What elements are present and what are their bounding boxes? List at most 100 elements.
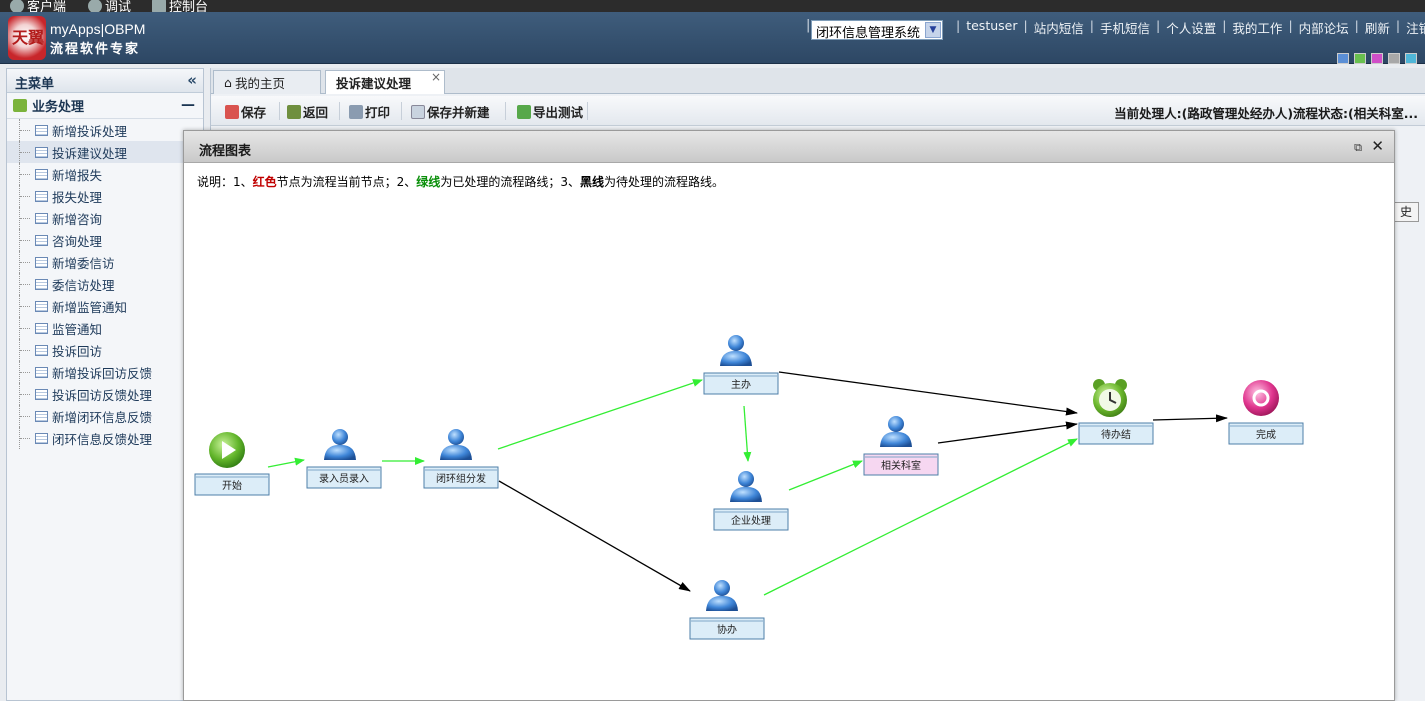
flow-nodes: 开始 录入员录入闭环组分发 主办企业处理 相关科室协办 待办结 完成 [194, 335, 1304, 640]
flow-edge-main-enterprise [743, 405, 752, 462]
stop-icon [1243, 380, 1279, 416]
theme-swatch[interactable] [1371, 53, 1383, 64]
link-forum[interactable]: 内部论坛 [1298, 21, 1349, 36]
back-button[interactable]: 返回 [287, 102, 328, 121]
system-select[interactable]: 闭环信息管理系统 ▼ [811, 20, 943, 41]
menu-item[interactable]: 新增监管通知 [7, 295, 203, 317]
form-icon [35, 190, 48, 202]
flow-node-enterprise[interactable]: 企业处理 [713, 471, 789, 531]
top-nav: | [806, 18, 811, 33]
menu-item[interactable]: 咨询处理 [7, 229, 203, 251]
tab-complaint-processing[interactable]: 投诉建议处理 × [325, 70, 445, 94]
menu-item[interactable]: 委信访处理 [7, 273, 203, 295]
theme-swatch[interactable] [1337, 53, 1349, 64]
node-label: 开始 [222, 479, 242, 492]
menu-item[interactable]: 新增投诉处理 [7, 119, 203, 141]
menu-group[interactable]: 业务处理 — [7, 93, 203, 119]
node-label: 闭环组分发 [436, 472, 486, 485]
collapse-icon[interactable]: « [187, 71, 197, 89]
flow-node-assist[interactable]: 协办 [689, 580, 765, 640]
menu-item[interactable]: 闭环信息反馈处理 [7, 427, 203, 449]
menu-item-label: 投诉回访反馈处理 [52, 387, 153, 403]
home-icon: ⌂ [224, 75, 232, 90]
popout-icon[interactable]: ⧉ [1354, 141, 1362, 154]
flow-node-pending[interactable]: 待办结 [1078, 379, 1154, 445]
folder-icon [13, 99, 27, 112]
link-settings[interactable]: 个人设置 [1166, 21, 1217, 36]
flow-node-main[interactable]: 主办 [703, 335, 779, 395]
theme-swatch[interactable] [1388, 53, 1400, 64]
menu-item-label: 监管通知 [52, 321, 103, 337]
flow-node-dept[interactable]: 相关科室 [863, 416, 939, 476]
flow-diagram: 开始 录入员录入闭环组分发 主办企业处理 相关科室协办 待办结 完成 [194, 335, 1304, 640]
print-button[interactable]: 打印 [349, 102, 390, 121]
node-box [689, 617, 765, 640]
form-icon [35, 278, 48, 290]
flow-legend: 说明：1、红色节点为流程当前节点；2、绿线为已处理的流程路线；3、黑线为待处理的… [197, 175, 724, 189]
link-my-work[interactable]: 我的工作 [1232, 21, 1283, 36]
menu-item-label: 新增投诉回访反馈 [52, 365, 153, 381]
menu-item[interactable]: 新增闭环信息反馈 [7, 405, 203, 427]
tab-home[interactable]: ⌂ 我的主页 [213, 70, 321, 94]
link-site-message[interactable]: 站内短信 [1033, 21, 1084, 36]
node-box [1078, 422, 1154, 445]
form-icon [35, 124, 48, 136]
save-and-new-button[interactable]: 保存并新建 [411, 102, 490, 121]
close-icon[interactable]: ✕ [1371, 137, 1384, 155]
flow-edge-main-pending [778, 371, 1078, 416]
user-name[interactable]: testuser [966, 18, 1018, 33]
history-button[interactable]: 史 [1393, 202, 1419, 222]
flow-edge-enterprise-dept [788, 460, 863, 491]
node-box [1228, 422, 1304, 445]
menu-item[interactable]: 新增咨询 [7, 207, 203, 229]
menu-item-label: 委信访处理 [52, 277, 115, 293]
node-label: 相关科室 [881, 459, 921, 472]
user-icon [880, 416, 912, 447]
node-box [194, 473, 270, 496]
export-icon [517, 104, 531, 119]
console-menu[interactable]: 控制台 [152, 0, 208, 12]
theme-swatch[interactable] [1354, 53, 1366, 64]
debug-menu[interactable]: 调试 [88, 0, 131, 12]
flow-node-start[interactable]: 开始 [194, 432, 270, 496]
menu-item[interactable]: 投诉回访反馈处理 [7, 383, 203, 405]
link-sms[interactable]: 手机短信 [1099, 21, 1150, 36]
theme-swatch[interactable] [1405, 53, 1417, 64]
monitor-icon [152, 0, 166, 12]
link-logout[interactable]: 注销 [1406, 21, 1425, 36]
flow-node-done[interactable]: 完成 [1228, 380, 1304, 445]
menu-item[interactable]: 投诉建议处理 [7, 141, 203, 163]
flow-node-entry[interactable]: 录入员录入 [306, 429, 382, 489]
flow-edge-assist-pending [763, 438, 1078, 596]
tab-bar: ⌂ 我的主页 投诉建议处理 × [211, 68, 1425, 94]
export-test-button[interactable]: 导出测试 [517, 102, 583, 121]
logo: 天翼 [8, 16, 46, 60]
menu-item-label: 投诉回访 [52, 343, 103, 359]
save-button[interactable]: 保存 [225, 102, 266, 121]
menu-item[interactable]: 报失处理 [7, 185, 203, 207]
menu-item-label: 闭环信息反馈处理 [52, 431, 153, 447]
alarm-clock-icon [1093, 379, 1127, 417]
node-box [713, 508, 789, 531]
new-document-icon [411, 104, 425, 119]
close-icon[interactable]: × [430, 70, 441, 84]
flow-edges [267, 371, 1228, 596]
form-icon [35, 344, 48, 356]
print-icon [349, 104, 363, 119]
form-icon [35, 146, 48, 158]
menu-item[interactable]: 投诉回访 [7, 339, 203, 361]
header-links: | testuser | 站内短信 | 手机短信 | 个人设置 | 我的工作 |… [950, 18, 1425, 37]
client-menu[interactable]: 客户端 [10, 0, 66, 12]
flow-node-dispatch[interactable]: 闭环组分发 [423, 429, 499, 489]
menu-item[interactable]: 新增报失 [7, 163, 203, 185]
form-icon [35, 388, 48, 400]
menu-item[interactable]: 新增投诉回访反馈 [7, 361, 203, 383]
minus-icon[interactable]: — [181, 97, 195, 113]
flow-edge-pending-done [1152, 414, 1228, 423]
link-refresh[interactable]: 刷新 [1364, 21, 1390, 36]
chevron-down-icon: ▼ [925, 22, 941, 38]
menu-item[interactable]: 监管通知 [7, 317, 203, 339]
node-box [423, 466, 499, 489]
menu-item[interactable]: 新增委信访 [7, 251, 203, 273]
form-icon [35, 300, 48, 312]
